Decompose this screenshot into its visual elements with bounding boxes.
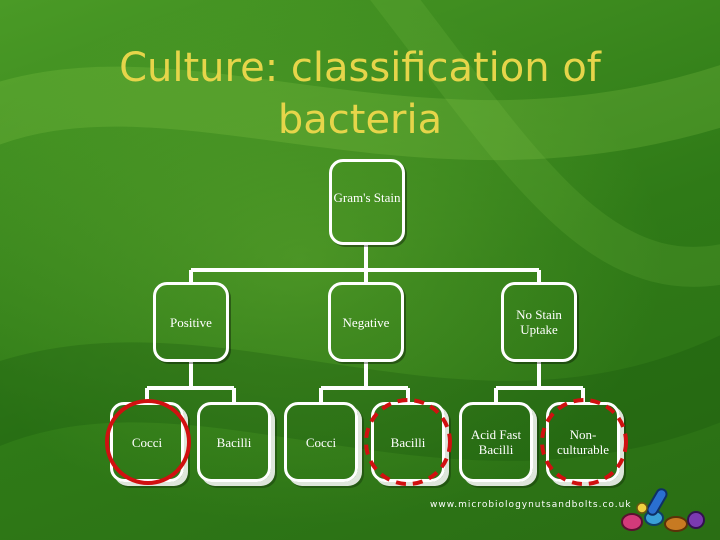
node-no-stain-uptake: No Stain Uptake	[501, 282, 577, 362]
title-line-1: Culture: classification of	[119, 45, 601, 91]
node-positive: Positive	[153, 282, 229, 362]
node-label: Bacilli	[216, 434, 252, 450]
node-label: Acid Fast Bacilli	[470, 427, 522, 457]
node-label: Cocci	[131, 434, 163, 450]
node-grams-stain: Gram's Stain	[329, 159, 405, 245]
node-label: Positive	[170, 314, 212, 330]
node-label: Gram's Stain	[333, 190, 401, 205]
node-positive-bacilli: Bacilli	[197, 402, 271, 482]
node-label: Non-culturable	[557, 427, 609, 457]
node-positive-cocci: Cocci	[110, 402, 184, 482]
node-non-culturable: Non-culturable	[546, 402, 620, 482]
footer-url: www.microbiologynutsandbolts.co.uk	[430, 500, 632, 510]
node-acid-fast-bacilli: Acid Fast Bacilli	[459, 402, 533, 482]
microbes-logo-icon	[621, 488, 705, 532]
node-label: Bacilli	[390, 434, 426, 450]
node-negative: Negative	[328, 282, 404, 362]
node-label: No Stain Uptake	[516, 307, 562, 337]
title-line-2: bacteria	[277, 97, 443, 143]
node-label: Negative	[342, 314, 390, 330]
node-negative-cocci: Cocci	[284, 402, 358, 482]
slide-title: Culture: classification of bacteria	[40, 42, 680, 146]
node-label: Cocci	[305, 434, 337, 450]
node-negative-bacilli: Bacilli	[371, 402, 445, 482]
